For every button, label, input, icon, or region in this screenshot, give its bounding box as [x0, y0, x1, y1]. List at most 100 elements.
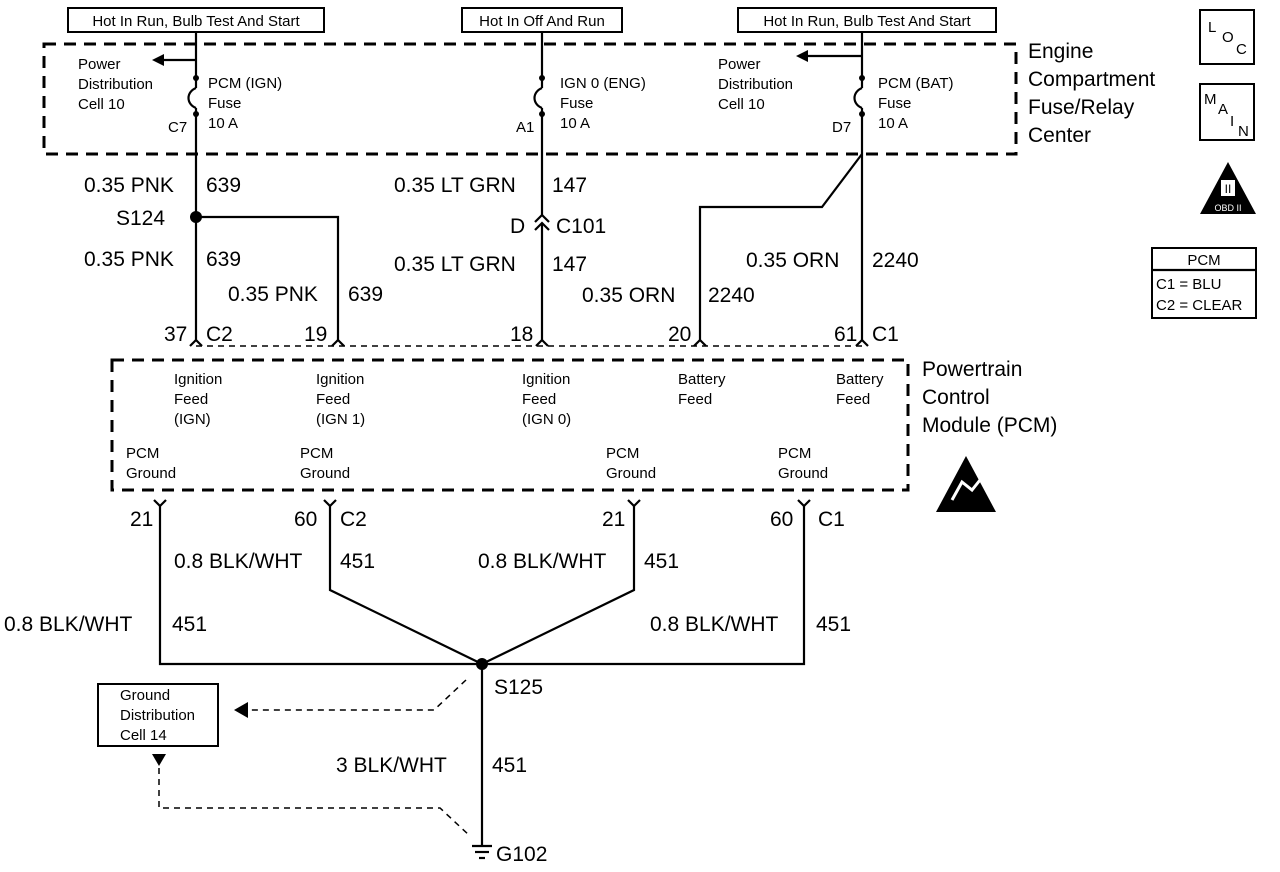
svg-text:PCM: PCM	[606, 445, 639, 462]
svg-text:PCM: PCM	[126, 445, 159, 462]
fuse-icon	[853, 86, 863, 110]
svg-text:639: 639	[206, 248, 241, 271]
svg-text:O: O	[1222, 29, 1234, 46]
svg-text:2240: 2240	[708, 284, 755, 307]
wire-orn-2240: 0.35 ORN 2240 0.35 ORN 2240	[582, 153, 919, 340]
svg-text:Control: Control	[922, 386, 990, 409]
svg-text:10 A: 10 A	[560, 115, 590, 132]
pcm-box	[110, 358, 910, 492]
svg-text:0.35 LT GRN: 0.35 LT GRN	[394, 174, 516, 197]
hot-label-center-text: Hot In Off And Run	[479, 13, 605, 30]
svg-text:PCM (IGN): PCM (IGN)	[208, 75, 282, 92]
loc-icon[interactable]: L O C	[1199, 9, 1255, 65]
svg-text:Fuse: Fuse	[208, 95, 241, 112]
svg-text:PCM (BAT): PCM (BAT)	[878, 75, 954, 92]
svg-text:C2: C2	[206, 323, 233, 346]
svg-text:Module (PCM): Module (PCM)	[922, 414, 1057, 437]
svg-text:451: 451	[492, 754, 527, 777]
svg-text:Fuse: Fuse	[560, 95, 593, 112]
svg-text:C2 = CLEAR: C2 = CLEAR	[1156, 297, 1242, 314]
svg-text:3 BLK/WHT: 3 BLK/WHT	[336, 754, 447, 777]
esd-warning-icon	[936, 456, 996, 512]
svg-text:0.8 BLK/WHT: 0.8 BLK/WHT	[478, 550, 607, 573]
svg-text:PCM: PCM	[778, 445, 811, 462]
hot-label-left: Hot In Run, Bulb Test And Start	[67, 7, 325, 33]
svg-text:2240: 2240	[872, 249, 919, 272]
svg-text:0.8 BLK/WHT: 0.8 BLK/WHT	[4, 613, 133, 636]
svg-text:147: 147	[552, 174, 587, 197]
pin-18: 18	[510, 323, 533, 346]
fuse-icon	[533, 86, 543, 110]
svg-text:C1: C1	[818, 508, 845, 531]
svg-text:0.35 PNK: 0.35 PNK	[84, 174, 174, 197]
svg-text:451: 451	[340, 550, 375, 573]
svg-text:0.35 PNK: 0.35 PNK	[84, 248, 174, 271]
svg-text:Feed: Feed	[316, 391, 350, 408]
svg-text:Cell 14: Cell 14	[120, 727, 167, 744]
svg-text:Ignition: Ignition	[316, 371, 364, 388]
pcm-name: Powertrain Control Module (PCM)	[922, 358, 1057, 437]
svg-text:G102: G102	[496, 843, 547, 866]
svg-text:0.35 ORN: 0.35 ORN	[582, 284, 675, 307]
svg-text:L: L	[1208, 19, 1216, 36]
svg-text:PCM: PCM	[1187, 252, 1220, 269]
svg-text:10 A: 10 A	[208, 115, 238, 132]
ground-wires: 0.8 BLK/WHT 451 0.8 BLK/WHT 451 0.8 BLK/…	[4, 506, 851, 846]
svg-text:A: A	[1218, 101, 1228, 118]
hot-label-right: Hot In Run, Bulb Test And Start	[737, 7, 997, 33]
svg-text:A1: A1	[516, 119, 534, 136]
fuse-center-box	[42, 42, 1018, 156]
fuse-center-name-3: Fuse/Relay	[1028, 96, 1135, 119]
svg-text:Distribution: Distribution	[718, 76, 793, 93]
svg-text:21: 21	[130, 508, 153, 531]
svg-text:639: 639	[206, 174, 241, 197]
arrow-left-icon	[796, 50, 808, 62]
svg-text:451: 451	[172, 613, 207, 636]
svg-text:Ground: Ground	[120, 687, 170, 704]
svg-text:60: 60	[770, 508, 793, 531]
hot-label-left-text: Hot In Run, Bulb Test And Start	[92, 13, 300, 30]
power-distribution-ref-left: Power Distribution Cell 10	[78, 54, 196, 113]
obd-ii-icon: II OBD II	[1200, 162, 1256, 214]
svg-text:IGN 0 (ENG): IGN 0 (ENG)	[560, 75, 646, 92]
pcm-top-connectors: 37 C2 19 18 20 61 C1	[164, 323, 899, 347]
svg-text:C7: C7	[168, 119, 187, 136]
svg-text:(IGN 0): (IGN 0)	[522, 411, 571, 428]
svg-text:Cell 10: Cell 10	[78, 96, 125, 113]
power-distribution-ref-right: Power Distribution Cell 10	[718, 50, 862, 113]
svg-text:147: 147	[552, 253, 587, 276]
svg-text:D: D	[510, 215, 525, 238]
pcm-bottom-connectors: 21 60 C2 21 60 C1	[130, 499, 845, 531]
svg-text:Ignition: Ignition	[174, 371, 222, 388]
pcm-connector-legend: PCM C1 = BLU C2 = CLEAR	[1151, 247, 1257, 319]
splice-s124-label: S124	[116, 207, 165, 230]
pin-19: 19	[304, 323, 327, 346]
fuse-center-name-2: Compartment	[1028, 68, 1155, 91]
svg-text:Ground: Ground	[126, 465, 176, 482]
pcm-ground-labels: PCM Ground PCM Ground PCM Ground PCM Gro…	[126, 445, 828, 482]
svg-text:II: II	[1225, 182, 1232, 196]
svg-text:451: 451	[816, 613, 851, 636]
svg-text:Powertrain: Powertrain	[922, 358, 1022, 381]
ground-icon	[472, 844, 492, 860]
fuse-center-name-1: Engine	[1028, 40, 1093, 63]
svg-text:D7: D7	[832, 119, 851, 136]
svg-text:Battery: Battery	[678, 371, 726, 388]
svg-text:Fuse: Fuse	[878, 95, 911, 112]
fuse-icon	[187, 86, 197, 110]
svg-text:(IGN 1): (IGN 1)	[316, 411, 365, 428]
ground-g102: G102	[472, 843, 547, 866]
svg-text:21: 21	[602, 508, 625, 531]
main-icon[interactable]: M A I N	[1199, 83, 1255, 141]
svg-text:OBD II: OBD II	[1214, 203, 1241, 213]
hot-label-right-text: Hot In Run, Bulb Test And Start	[763, 13, 971, 30]
svg-text:0.8 BLK/WHT: 0.8 BLK/WHT	[174, 550, 303, 573]
arrow-left-icon	[152, 54, 164, 66]
pcm-feed-labels: Ignition Feed (IGN) Ignition Feed (IGN 1…	[174, 371, 884, 428]
svg-text:PCM: PCM	[300, 445, 333, 462]
svg-text:Feed: Feed	[522, 391, 556, 408]
fuse-ign0-eng: IGN 0 (ENG) Fuse 10 A A1	[516, 44, 646, 154]
svg-text:C1: C1	[872, 323, 899, 346]
svg-text:(IGN): (IGN)	[174, 411, 211, 428]
